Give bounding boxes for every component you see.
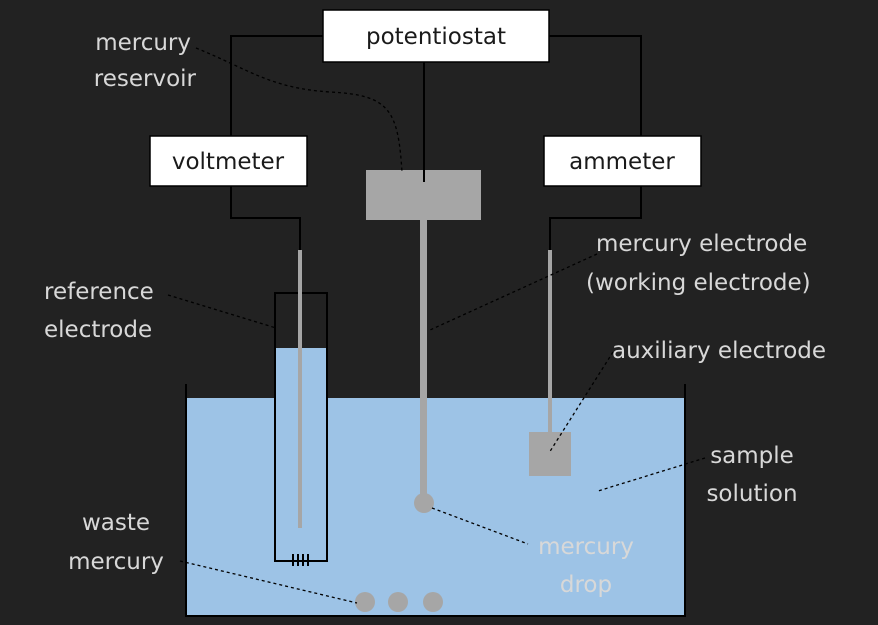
potentiostat-label: potentiostat — [366, 24, 506, 50]
reference-electrode-rod — [298, 250, 302, 528]
potentiostat-box — [322, 9, 550, 63]
beaker — [185, 384, 686, 617]
sample-solution-label-line2: solution — [706, 481, 797, 507]
auxiliary-electrode-label: auxiliary electrode — [612, 338, 826, 364]
wiring — [230, 35, 642, 250]
mercury-reservoir-label-line1: mercury — [95, 30, 191, 56]
voltmeter-label: voltmeter — [172, 149, 285, 175]
ammeter-label: ammeter — [569, 149, 675, 175]
mercury-electrode-capillary — [420, 220, 427, 498]
mercury-drop — [414, 493, 434, 513]
auxiliary-electrode-plate — [529, 432, 571, 476]
mercury-drop-label-line1: mercury — [538, 534, 634, 560]
waste-mercury-label-line2: mercury — [68, 549, 164, 575]
mercury-drop-label-line2: drop — [560, 572, 612, 598]
leader-lines — [167, 47, 706, 604]
voltmeter-box — [149, 135, 308, 187]
sample-solution-fill — [187, 398, 684, 615]
reference-electrode-label-line1: reference — [44, 279, 154, 305]
waste-mercury-label-line1: waste — [82, 510, 150, 536]
reference-electrode-label-line2: electrode — [44, 317, 152, 343]
mercury-electrode-label-line1: mercury electrode — [596, 231, 807, 257]
reference-frit — [292, 554, 309, 566]
auxiliary-electrode-rod — [548, 250, 552, 434]
mercury-reservoir-label-line2: reservoir — [94, 66, 197, 92]
waste-mercury-drop — [388, 592, 408, 612]
waste-mercury-drop — [355, 592, 375, 612]
mercury-electrode-label-line2: (working electrode) — [586, 270, 811, 296]
waste-mercury-drop — [423, 592, 443, 612]
ammeter-box — [543, 135, 702, 187]
sample-solution-label-line1: sample — [710, 443, 794, 469]
